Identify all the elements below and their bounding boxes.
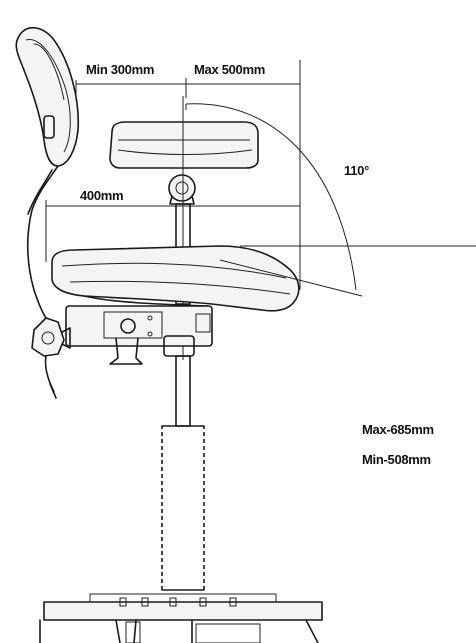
bellows-rib xyxy=(160,548,206,551)
bellows-rib xyxy=(160,443,206,446)
bellows-rib xyxy=(160,485,206,488)
bellows-rib xyxy=(160,429,206,432)
bellows-rib xyxy=(160,464,206,467)
tension-knob xyxy=(31,317,71,399)
seat-mechanism xyxy=(65,305,213,365)
bellows-rib xyxy=(160,506,206,509)
bellows-rib xyxy=(160,450,206,453)
min-height-label: Min-508mm xyxy=(362,452,431,467)
bellows-rib xyxy=(160,520,206,523)
backrest xyxy=(15,26,80,319)
gas-column xyxy=(160,355,206,591)
bellows-rib xyxy=(160,583,206,586)
bellows-rib xyxy=(160,492,206,495)
armrest-pad xyxy=(109,121,259,169)
bellows-rib xyxy=(160,541,206,544)
bellows-rib xyxy=(160,555,206,558)
bellows-rib xyxy=(160,457,206,460)
angle-label: 110° xyxy=(344,163,369,178)
bellows-rib xyxy=(160,576,206,579)
seat xyxy=(51,245,300,312)
max-width-label: Max 500mm xyxy=(194,62,265,77)
bellows-rib xyxy=(160,534,206,537)
dimension-lines xyxy=(45,60,476,297)
max-height-label: Max-685mm xyxy=(362,422,434,437)
bellows-rib xyxy=(160,569,206,572)
bellows-rib xyxy=(160,513,206,516)
bellows-rib xyxy=(160,471,206,474)
bellows-rib xyxy=(160,478,206,481)
bellows-rib xyxy=(160,562,206,565)
min-width-label: Min 300mm xyxy=(86,62,154,77)
seat-depth-label: 400mm xyxy=(80,188,123,203)
bellows-rib xyxy=(160,499,206,502)
base xyxy=(39,593,323,643)
bellows xyxy=(160,425,206,591)
bellows-rib xyxy=(160,527,206,530)
armrest-knob xyxy=(168,174,196,205)
bellows-rib xyxy=(160,436,206,439)
